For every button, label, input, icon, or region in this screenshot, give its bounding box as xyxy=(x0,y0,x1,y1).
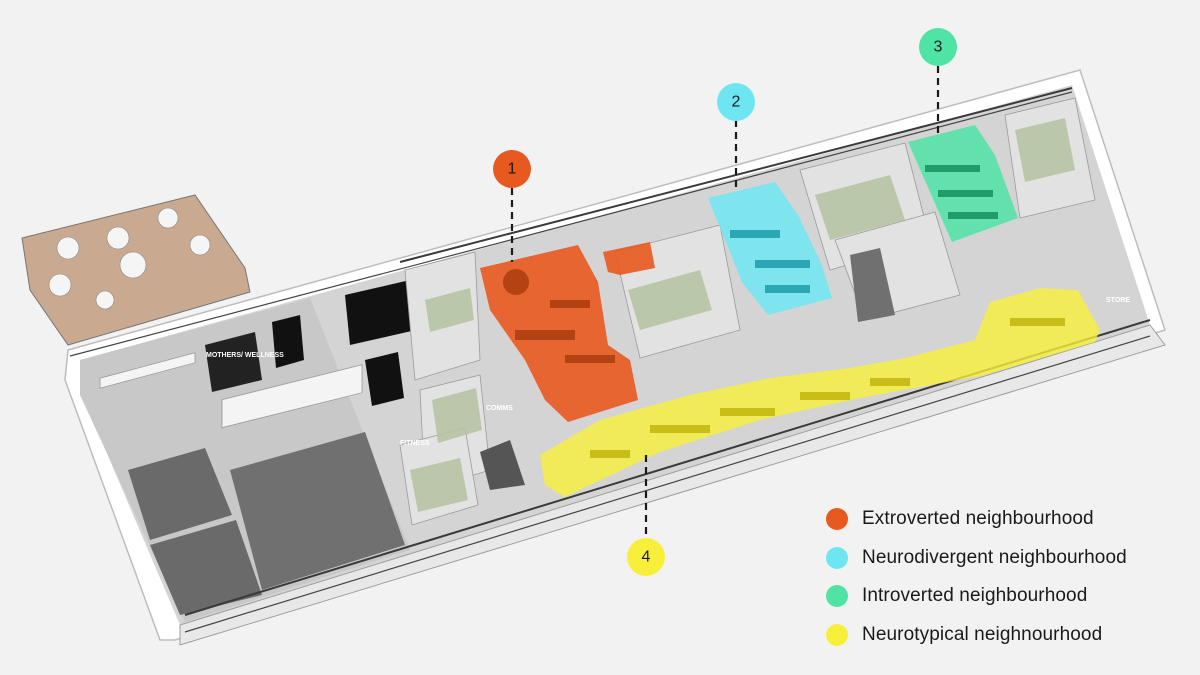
room-label-store: STORE xyxy=(1106,297,1130,304)
facade-bottom xyxy=(179,324,1166,646)
lounge-round xyxy=(850,248,895,322)
extroverted-furniture xyxy=(503,269,615,363)
meeting-room-top xyxy=(205,332,262,392)
facade-windows xyxy=(69,91,1151,633)
room-label-mothers-wellness: MOTHERS/ WELLNESS xyxy=(206,352,284,359)
meeting-room-green-floors xyxy=(410,118,1075,512)
marker-2: 2 xyxy=(717,83,755,121)
marker-3-number: 3 xyxy=(934,39,943,56)
marker-2-number: 2 xyxy=(732,94,741,111)
terrace-umbrellas xyxy=(48,207,211,310)
legend-dot-extroverted xyxy=(826,508,848,531)
legend-dot-introverted xyxy=(826,585,848,608)
legend-item-introverted: Introverted neighbourhood xyxy=(826,577,1186,616)
legend-item-extroverted: Extroverted neighbourhood xyxy=(826,500,1186,539)
legend-item-neurotypical: Neurotypical neighnourhood xyxy=(826,616,1186,655)
neurotypical-furniture xyxy=(590,318,1065,458)
neurodivergent-zone xyxy=(708,182,832,315)
legend-dot-neurotypical xyxy=(826,623,848,646)
phone-booth-3 xyxy=(272,315,304,368)
marker-1: 1 xyxy=(493,150,531,188)
marker-3: 3 xyxy=(919,28,957,66)
marker-4-number: 4 xyxy=(642,549,651,566)
meeting-room-dark-2 xyxy=(150,520,262,615)
marker-1-number: 1 xyxy=(508,161,517,178)
partition-walls xyxy=(99,352,363,429)
legend-label-neurodivergent: Neurodivergent neighbourhood xyxy=(862,546,1127,568)
introverted-furniture xyxy=(925,165,998,219)
phone-booth-2 xyxy=(365,352,404,406)
lounge-dark xyxy=(230,432,405,590)
room-label-fitness: FITNESS xyxy=(400,440,430,447)
legend-item-neurodivergent: Neurodivergent neighbourhood xyxy=(826,539,1186,578)
legend-dot-neurodivergent xyxy=(826,546,848,569)
legend-label-introverted: Introverted neighbourhood xyxy=(862,585,1088,607)
room-label-comms: COMMS xyxy=(486,405,513,412)
neurodivergent-furniture xyxy=(730,230,810,293)
legend-label-extroverted: Extroverted neighbourhood xyxy=(862,508,1094,530)
legend: Extroverted neighbourhood Neurodivergent… xyxy=(826,500,1186,654)
legend-label-neurotypical: Neurotypical neighnourhood xyxy=(862,623,1103,645)
phone-booth-1 xyxy=(345,280,416,345)
reception-dark xyxy=(480,440,525,490)
marker-lines xyxy=(510,66,940,540)
meeting-room-dark-1 xyxy=(128,448,232,540)
marker-4: 4 xyxy=(627,538,665,576)
extroverted-zone-small xyxy=(603,242,655,275)
